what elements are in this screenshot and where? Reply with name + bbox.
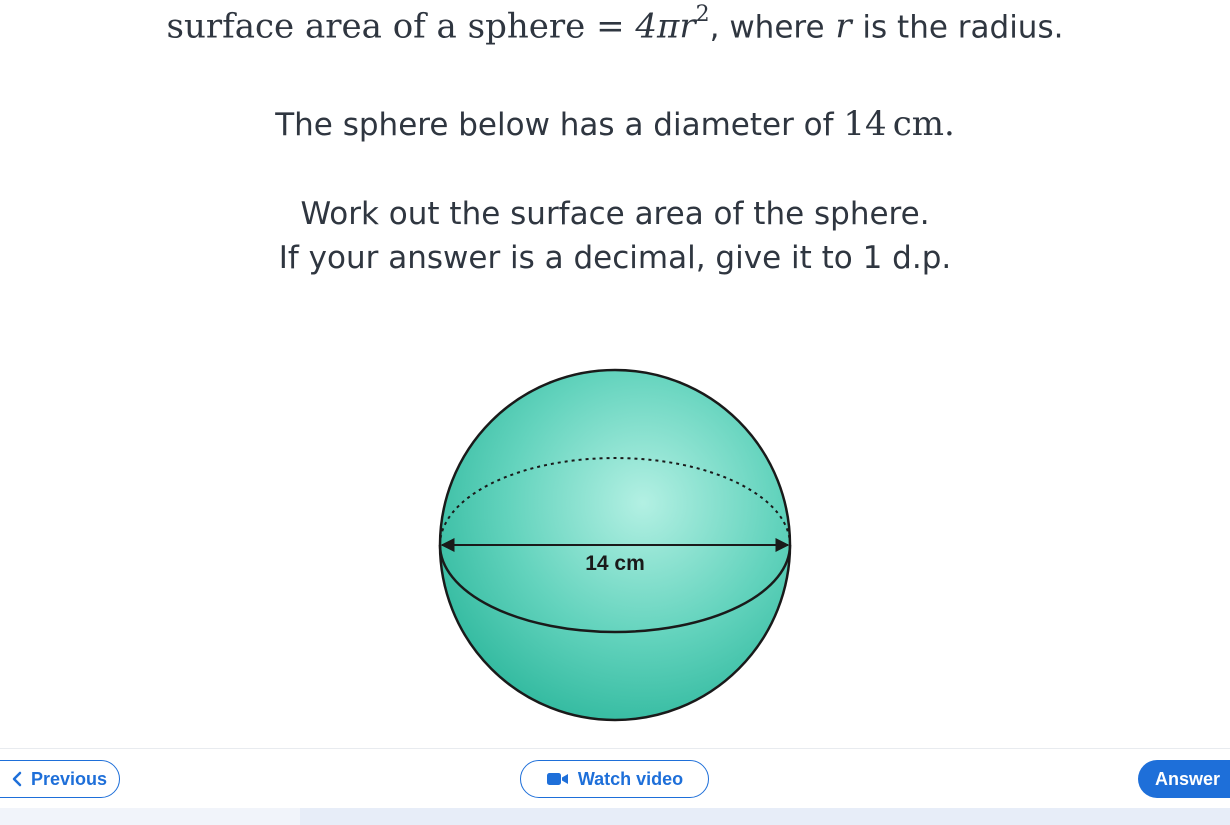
sphere-diagram: 14 cm: [438, 368, 792, 722]
equator-front-arc: [438, 544, 792, 634]
formula-exponent: 2: [695, 2, 710, 27]
rounding-instruction: If your answer is a decimal, give it to …: [278, 240, 952, 276]
diameter-unit: cm.: [892, 104, 955, 144]
footer-divider: [0, 748, 1230, 749]
formula-coefficient: 4πr: [635, 6, 696, 47]
chevron-left-icon: [12, 771, 22, 787]
bottom-strip: [0, 808, 1230, 825]
formula-tail: is the radius.: [862, 9, 1064, 46]
formula-lhs: surface area of a sphere: [166, 6, 586, 47]
previous-label: Previous: [30, 768, 108, 789]
bottom-strip-band: [300, 808, 1230, 825]
formula-variable: r: [835, 6, 852, 47]
formula-equals: =: [596, 6, 625, 47]
task-instruction: Work out the surface area of the sphere.: [300, 196, 930, 232]
hidden-equator-arc: [439, 457, 791, 546]
video-camera-icon: [546, 773, 568, 785]
formula-line: surface area of a sphere = 4πr2, where r…: [0, 2, 1230, 47]
formula-where: , where: [709, 9, 825, 46]
diameter-value: 14: [843, 104, 887, 144]
answer-label: Answer: [1155, 768, 1221, 789]
diameter-text: The sphere below has a diameter of: [275, 107, 834, 143]
previous-button[interactable]: Previous: [0, 760, 120, 798]
watch-video-label: Watch video: [577, 768, 684, 789]
answer-button[interactable]: Answer: [1138, 760, 1230, 798]
diameter-label: 14 cm: [585, 552, 645, 575]
watch-video-button[interactable]: Watch video: [520, 760, 709, 798]
